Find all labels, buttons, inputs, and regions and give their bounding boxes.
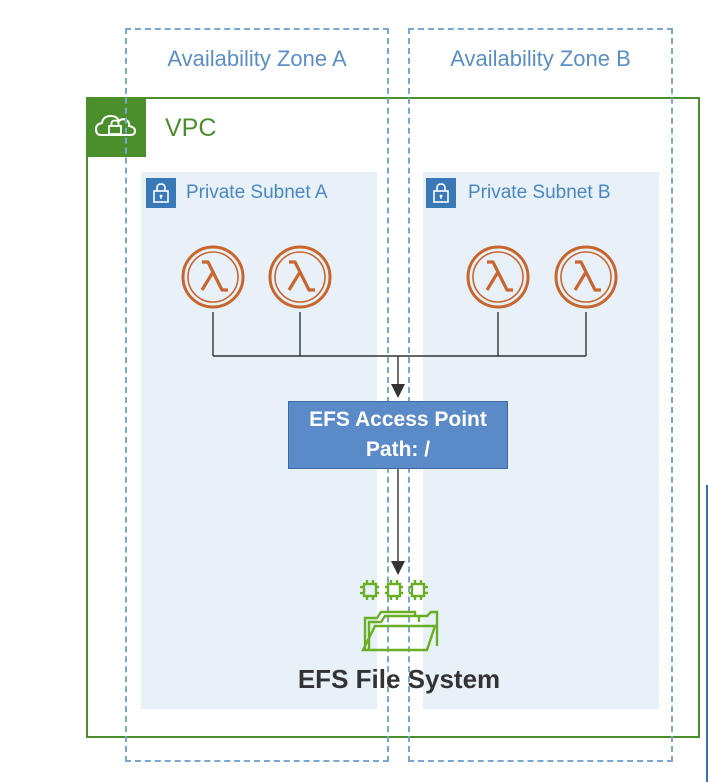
- edge-line: [706, 485, 708, 782]
- efs-access-point-box: EFS Access Point Path: /: [288, 401, 508, 469]
- availability-zone-b: [408, 28, 673, 762]
- subnet-a-lock-icon: [146, 178, 176, 208]
- subnet-b-label: Private Subnet B: [468, 182, 611, 203]
- efs-file-system-label: EFS File System: [297, 664, 501, 694]
- availability-zone-a-label: Availability Zone A: [167, 46, 347, 71]
- lambda-icon: [466, 245, 530, 309]
- availability-zone-b-label: Availability Zone B: [450, 46, 631, 71]
- availability-zone-a: [125, 28, 389, 762]
- lambda-icon: [554, 245, 618, 309]
- vpc-container: [86, 97, 700, 738]
- efs-access-point-path: Path: /: [365, 438, 431, 461]
- lambda-icon: [181, 245, 245, 309]
- subnet-b-lock-icon: [426, 178, 456, 208]
- vpc-label: VPC: [165, 114, 217, 142]
- vpc-badge: [86, 97, 146, 157]
- efs-file-system-icon: [360, 580, 439, 652]
- cloud-lock-icon: [94, 114, 137, 136]
- efs-access-point-title: EFS Access Point: [309, 408, 487, 431]
- lambda-icon: [268, 245, 332, 309]
- subnet-a-label: Private Subnet A: [186, 182, 328, 203]
